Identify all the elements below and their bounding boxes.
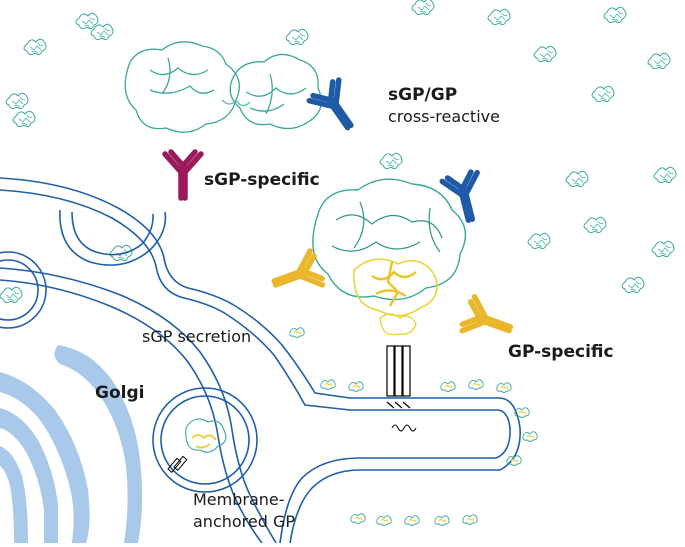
antibody-cross-reactive-trimer — [442, 171, 488, 224]
antibody-gp-specific-left — [269, 250, 325, 300]
surface-gp-clusters — [289, 327, 538, 527]
antibody-sgp-specific — [165, 152, 201, 198]
background-sgp-molecules — [5, 0, 677, 294]
secretory-membrane — [0, 267, 277, 544]
label-gp-specific: GP-specific — [508, 342, 614, 362]
membrane-gp-vesicle — [152, 387, 258, 493]
transmembrane-anchor — [391, 424, 417, 432]
label-membrane-line1: Membrane- — [193, 490, 285, 509]
label-sgp-secretion: sGP secretion — [142, 327, 252, 346]
sgp-dimer — [124, 41, 322, 133]
left-vesicle — [0, 251, 47, 329]
gp-trimer — [312, 178, 467, 409]
antibody-cross-reactive-top — [308, 78, 364, 136]
secretion-vesicle — [59, 209, 167, 266]
antibody-gp-specific-right — [460, 296, 516, 346]
golgi-apparatus — [0, 345, 143, 543]
label-sgp-gp: sGP/GP — [388, 85, 458, 105]
label-cross-reactive: cross-reactive — [388, 107, 500, 126]
label-membrane-line2: anchored GP — [193, 512, 296, 531]
label-sgp-specific: sGP-specific — [204, 170, 320, 190]
plasma-membrane — [0, 177, 521, 544]
label-golgi: Golgi — [95, 383, 145, 403]
